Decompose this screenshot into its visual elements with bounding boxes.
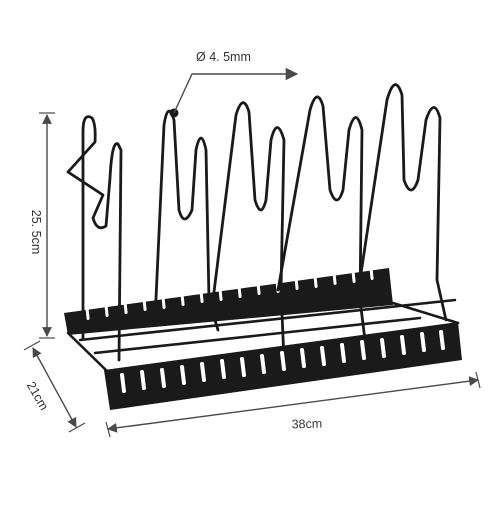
divider-1 <box>66 115 123 362</box>
depth-label: 21cm <box>24 379 51 412</box>
divider-3 <box>211 101 286 362</box>
divider-5 <box>355 83 448 322</box>
depth-dimension: 21cm <box>23 340 86 433</box>
width-dimension: 38cm <box>105 371 481 438</box>
back-panel-slots <box>85 265 374 320</box>
wire-diameter-callout: Ø 4. 5mm <box>169 50 299 118</box>
divider-4 <box>276 95 367 342</box>
wire-diameter-label: Ø 4. 5mm <box>196 50 251 64</box>
height-dimension: 25. 5cm <box>29 112 55 339</box>
height-label: 25. 5cm <box>29 210 43 254</box>
width-label: 38cm <box>291 417 322 432</box>
rack-base-back <box>64 265 393 335</box>
divider-2 <box>153 109 220 332</box>
rack-dividers <box>66 83 448 362</box>
